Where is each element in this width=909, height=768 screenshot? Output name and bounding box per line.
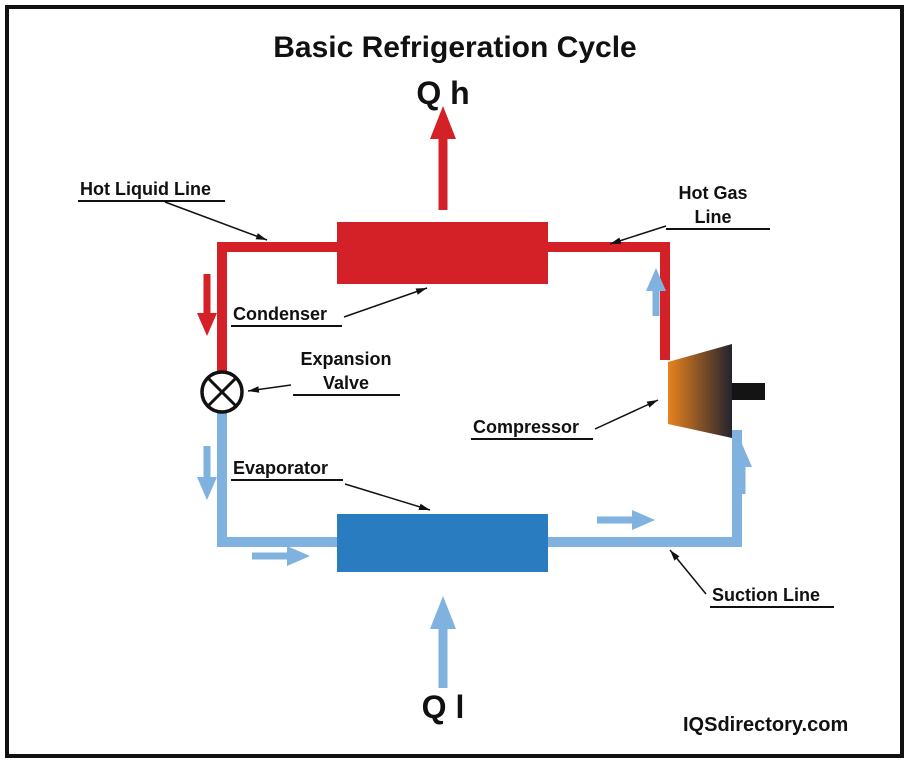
flow-arrow-down-hot — [197, 274, 217, 336]
hot-liquid-line-callout: Hot Liquid Line — [78, 179, 268, 241]
hot-gas-line-label-1: Hot Gas — [678, 183, 747, 203]
flow-arrow-right-cold-after-evaporator — [597, 510, 655, 530]
compressor-shaft — [732, 383, 765, 400]
compressor-callout: Compressor — [471, 399, 659, 440]
hot-gas-line-callout: Hot Gas Line — [609, 183, 770, 245]
credit-text: IQSdirectory.com — [683, 714, 848, 736]
compressor-body — [668, 344, 732, 438]
suction-line-callout: Suction Line — [669, 549, 834, 608]
evaporator-callout: Evaporator — [231, 458, 431, 511]
evaporator-vessel — [337, 514, 548, 572]
condenser-label: Condenser — [233, 304, 327, 324]
expansion-valve-label-2: Valve — [323, 373, 369, 393]
condenser-vessel — [337, 222, 548, 284]
diagram-border — [5, 5, 904, 758]
expansion-valve-callout: Expansion Valve — [247, 349, 400, 396]
heat-rejected-arrow — [430, 106, 456, 210]
compressor-label: Compressor — [473, 417, 579, 437]
heat-rejected-label: Q h — [416, 75, 469, 111]
heat-absorbed-arrow — [430, 596, 456, 688]
flow-arrow-up-cold-suction-riser — [732, 444, 752, 494]
diagram-title: Basic Refrigeration Cycle — [273, 31, 636, 64]
flow-arrow-down-cold — [197, 446, 217, 500]
suction-line-label: Suction Line — [712, 585, 820, 605]
condenser-callout: Condenser — [231, 287, 428, 327]
valve-x-stroke-2 — [206, 376, 238, 408]
flow-arrow-right-cold-bottom-left — [252, 546, 310, 566]
flow-arrow-up-cold-on-hot-gas-pipe — [646, 268, 666, 316]
evaporator-label: Evaporator — [233, 458, 328, 478]
hot-gas-line-label-2: Line — [694, 207, 731, 227]
expansion-valve-label-1: Expansion — [300, 349, 391, 369]
hot-liquid-line-label: Hot Liquid Line — [80, 179, 211, 199]
heat-absorbed-label: Q l — [422, 689, 465, 725]
